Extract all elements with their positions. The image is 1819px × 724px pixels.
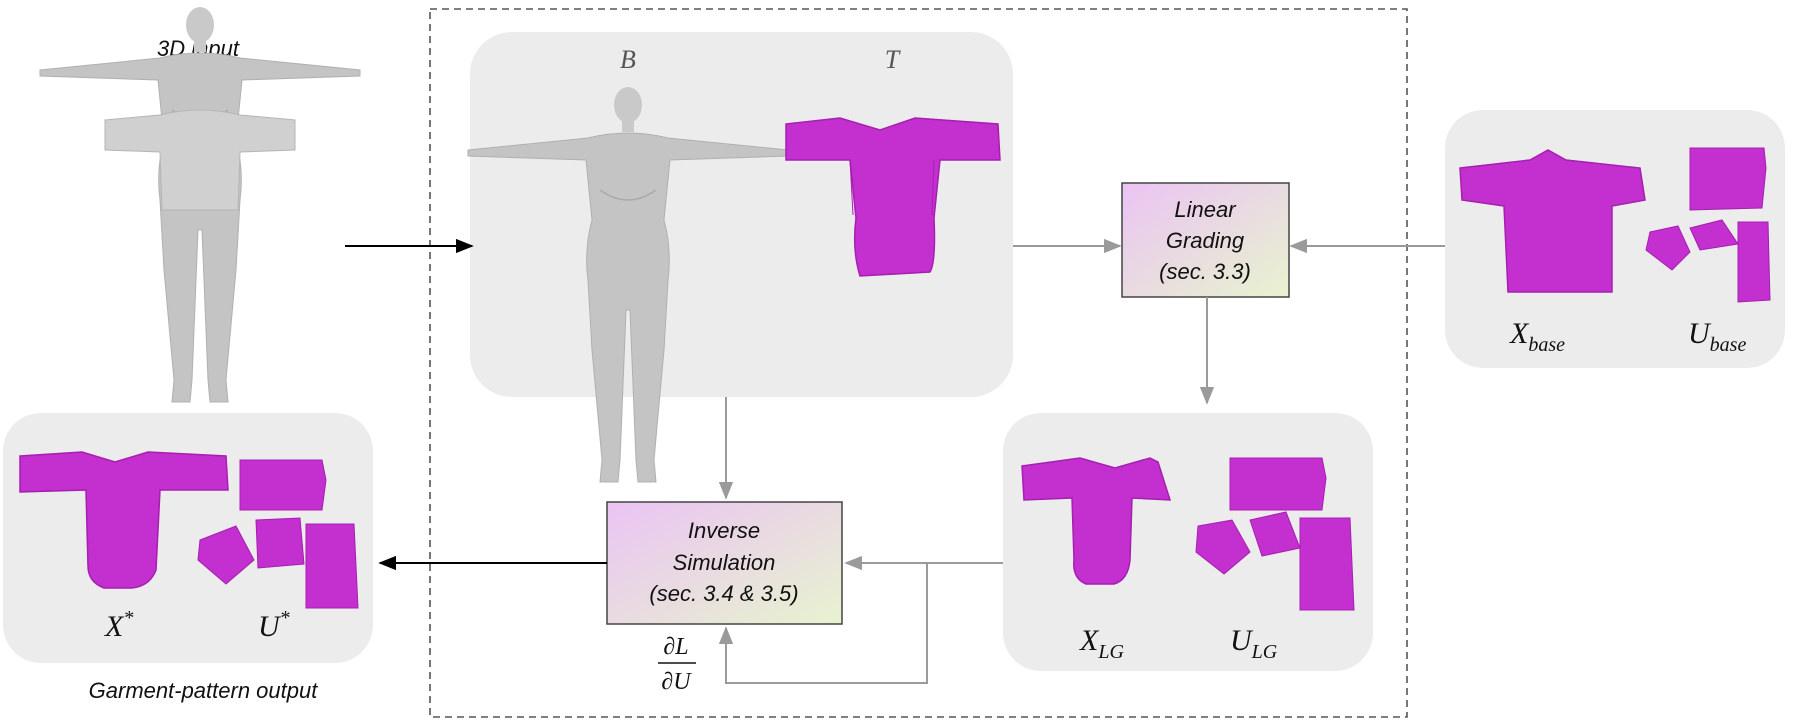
arrow-feedback-loop	[718, 563, 928, 684]
target-garment	[785, 117, 1001, 277]
linear-grading-line2: Grading	[1166, 228, 1245, 253]
base-garment	[1459, 149, 1646, 293]
linear-grading-line3: (sec. 3.3)	[1159, 259, 1251, 284]
output-label: Garment-pattern output	[89, 678, 319, 703]
inverse-simulation-line2: Simulation	[673, 550, 776, 575]
lg-garment	[1021, 457, 1172, 585]
base-pattern	[1645, 147, 1771, 303]
output-pattern	[197, 459, 359, 609]
x-lg-label: XLG	[1079, 624, 1124, 663]
svg-text:∂U: ∂U	[661, 669, 692, 695]
inverse-simulation-line3: (sec. 3.4 & 3.5)	[649, 581, 798, 606]
inverse-simulation-line1: Inverse	[688, 518, 760, 543]
u-base-label: Ubase	[1688, 317, 1746, 356]
u-lg-label: ULG	[1230, 624, 1278, 663]
inverse-simulation-box	[606, 501, 843, 625]
lg-pattern	[1195, 457, 1355, 611]
linear-grading-line1: Linear	[1174, 197, 1237, 222]
linear-grading-box	[1121, 182, 1290, 298]
x-base-label: Xbase	[1509, 317, 1565, 356]
svg-text:∂L: ∂L	[663, 634, 688, 660]
input-body-figure	[39, 6, 361, 403]
gradient-fraction: ∂L ∂U	[658, 634, 696, 695]
output-garment	[19, 451, 229, 589]
optimization-frame	[429, 8, 1408, 718]
u-star-label: U*	[258, 607, 290, 643]
target-label: T	[885, 45, 901, 74]
x-star-label: X*	[104, 607, 133, 643]
body-label: B	[620, 45, 636, 74]
